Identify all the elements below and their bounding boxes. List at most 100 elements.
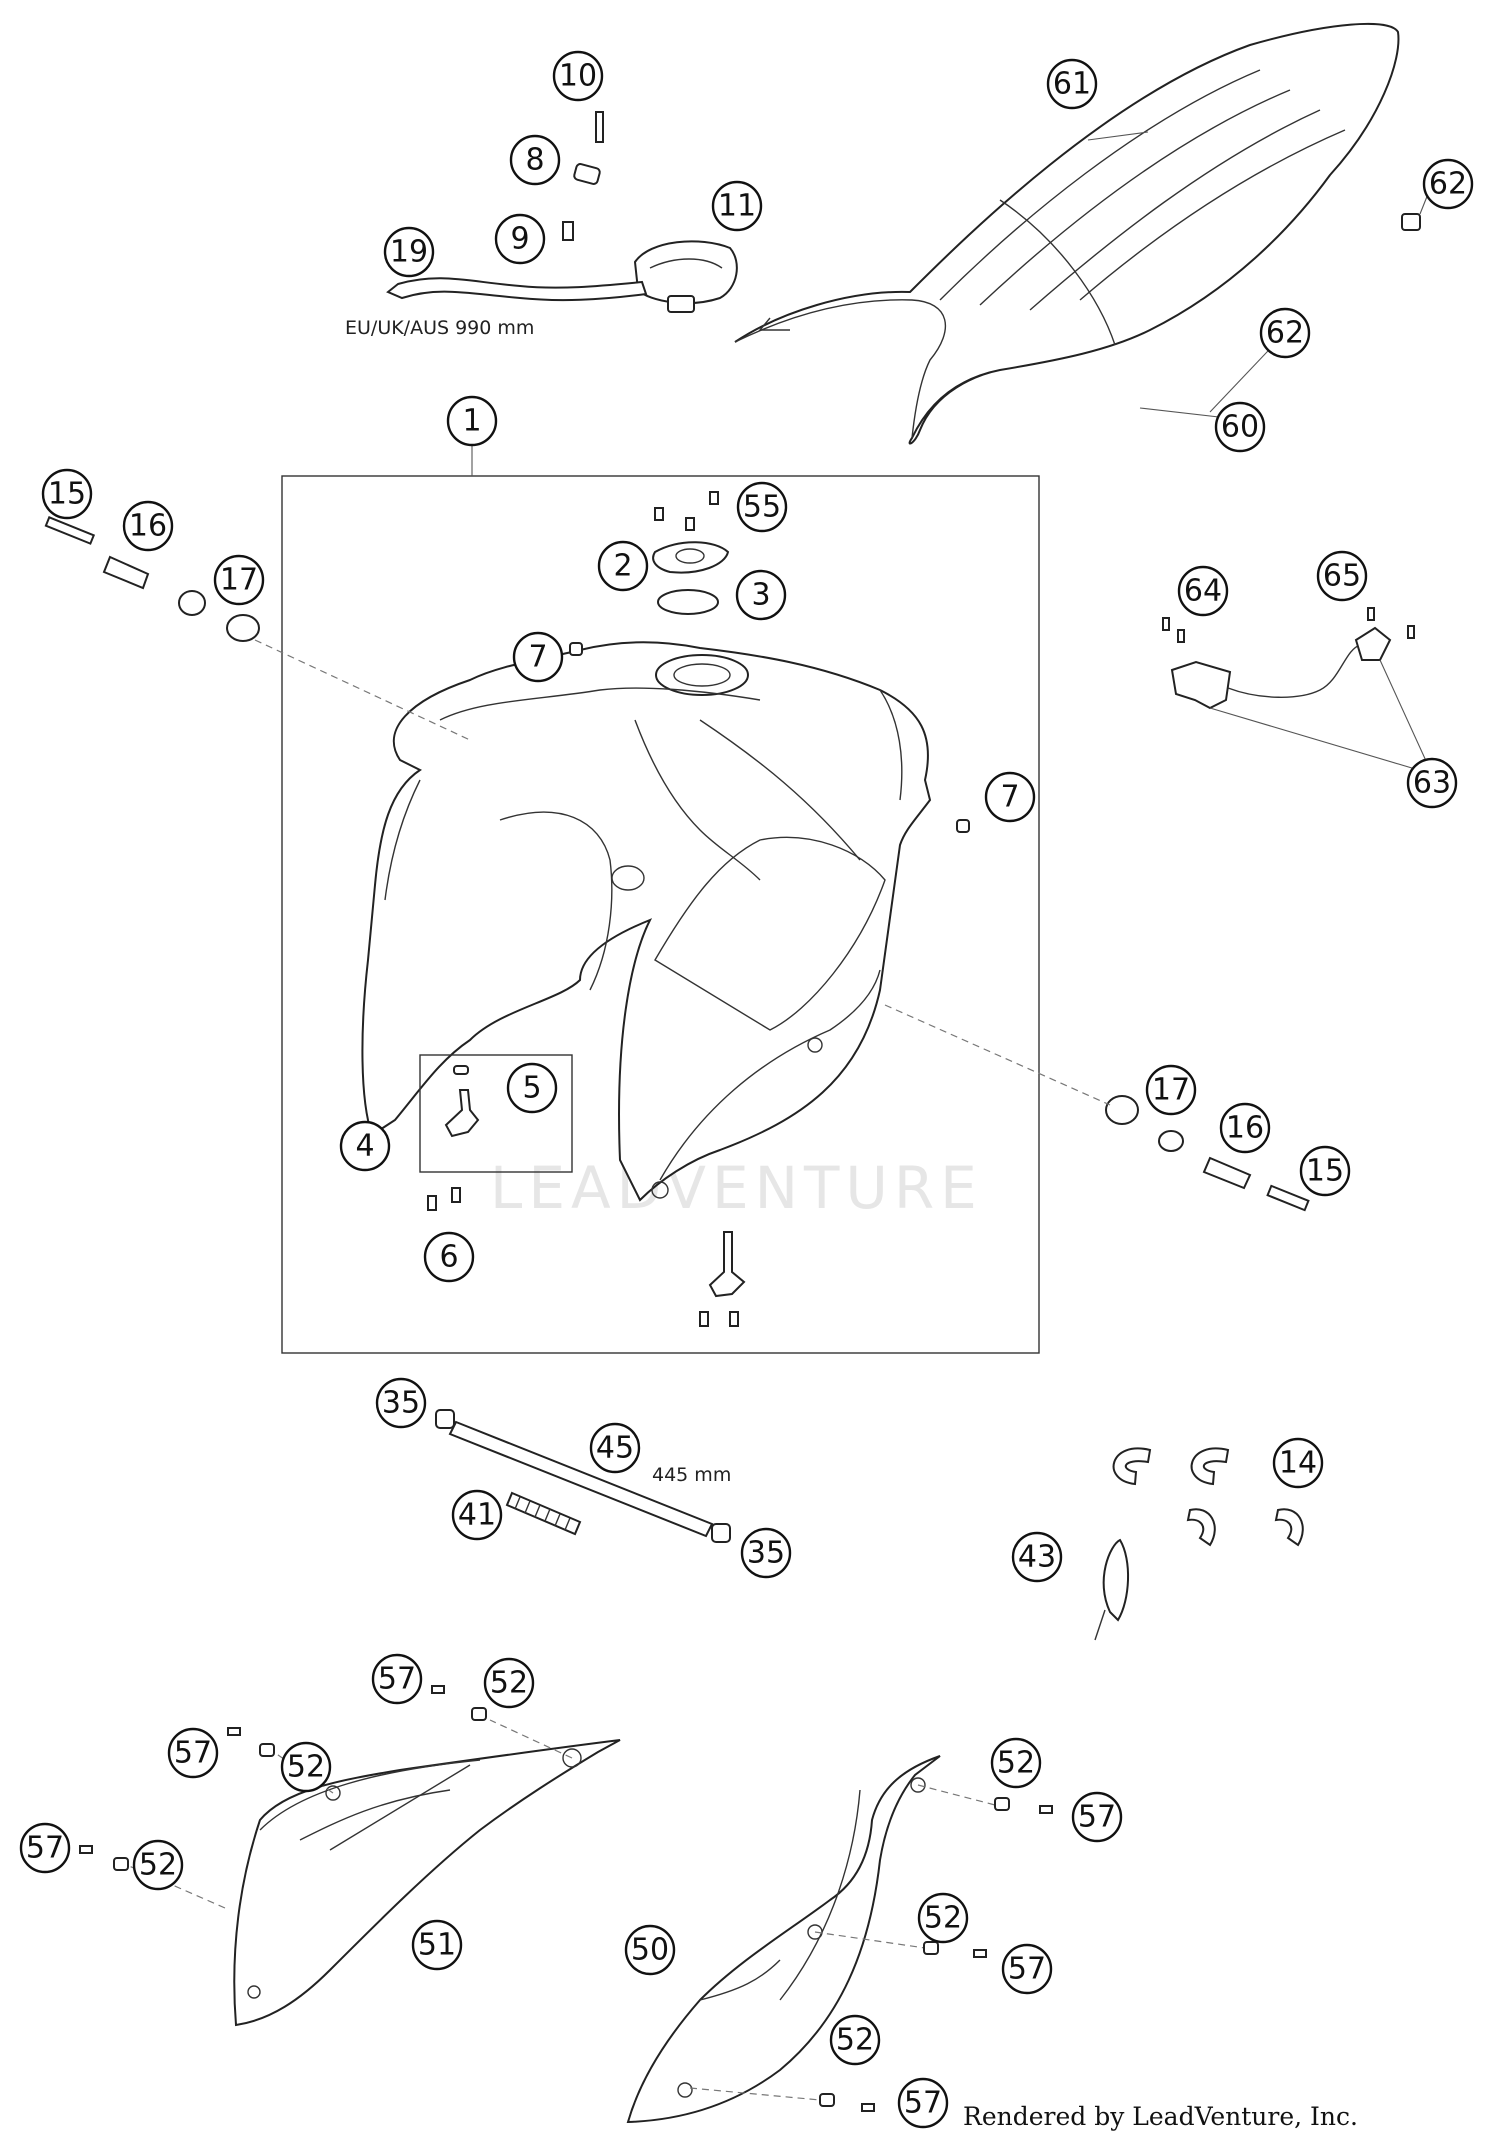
svg-text:7: 7 (1000, 780, 1019, 815)
callout-50: 50 (624, 1924, 676, 1976)
svg-text:35: 35 (747, 1536, 785, 1571)
callout-52-c: 52 (132, 1839, 184, 1891)
tank-group-box (281, 475, 1040, 1354)
svg-text:17: 17 (1152, 1073, 1190, 1108)
callout-2: 2 (597, 540, 649, 592)
fuel-cap-11 (633, 240, 738, 304)
hose-45 (448, 1420, 714, 1538)
callout-17-right: 17 (1145, 1064, 1197, 1116)
callout-52-d: 52 (990, 1737, 1042, 1789)
callout-65: 65 (1316, 550, 1368, 602)
svg-text:6: 6 (439, 1240, 458, 1275)
screw-57-e (973, 1949, 987, 1958)
callout-35-top: 35 (375, 1377, 427, 1429)
screw-65a (1367, 607, 1375, 621)
callout-52-a: 52 (483, 1657, 535, 1709)
callout-52-f: 52 (829, 2014, 881, 2066)
callout-9: 9 (494, 213, 546, 265)
screw-tap-right-a (699, 1311, 709, 1327)
nut-62-top (1401, 213, 1421, 231)
svg-text:57: 57 (174, 1736, 212, 1771)
callout-45: 45 (589, 1422, 641, 1474)
svg-text:62: 62 (1266, 316, 1304, 351)
callout-41: 41 (451, 1489, 503, 1541)
screw-57-f (861, 2103, 875, 2112)
callout-5: 5 (506, 1062, 558, 1114)
svg-text:52: 52 (287, 1750, 325, 1785)
svg-text:35: 35 (382, 1386, 420, 1421)
bolt-15-left (44, 515, 96, 545)
callout-57-f: 57 (897, 2077, 949, 2129)
callout-52-b: 52 (280, 1741, 332, 1793)
callout-35-bottom: 35 (740, 1527, 792, 1579)
rubber-17-right (1105, 1095, 1139, 1125)
callout-4: 4 (339, 1120, 391, 1172)
side-cover-51 (233, 1739, 621, 2027)
svg-text:16: 16 (1226, 1111, 1264, 1146)
svg-text:41: 41 (458, 1498, 496, 1533)
callout-3: 3 (735, 569, 787, 621)
callout-62-top: 62 (1422, 158, 1474, 210)
svg-text:52: 52 (139, 1848, 177, 1883)
svg-text:51: 51 (418, 1928, 456, 1963)
side-cover-50 (626, 1755, 941, 2124)
screw-6a (427, 1195, 437, 1211)
svg-text:57: 57 (26, 1831, 64, 1866)
spring-41 (505, 1491, 582, 1536)
collar-16-right (1202, 1156, 1252, 1190)
svg-text:9: 9 (510, 222, 529, 257)
svg-text:19: 19 (390, 235, 428, 270)
clip-14d (1274, 1508, 1304, 1547)
screw-64a (1162, 617, 1170, 631)
callout-14: 14 (1272, 1437, 1324, 1489)
washer-52-f (819, 2093, 835, 2107)
clamp-35-left (435, 1409, 455, 1429)
callout-16-left: 16 (122, 500, 174, 552)
svg-text:50: 50 (631, 1933, 669, 1968)
callout-51: 51 (411, 1919, 463, 1971)
callout-57-e: 57 (1001, 1943, 1053, 1995)
svg-text:3: 3 (751, 578, 770, 613)
collar-16-left (102, 555, 150, 590)
drain-hose-19 (386, 277, 648, 302)
callout-10: 10 (552, 50, 604, 102)
screw-9 (562, 221, 574, 241)
svg-text:61: 61 (1053, 67, 1091, 102)
clip-14c (1186, 1508, 1216, 1547)
fuel-tank (361, 641, 932, 1202)
svg-text:62: 62 (1429, 167, 1467, 202)
screw-64b (1177, 629, 1185, 643)
screw-57-b (227, 1727, 241, 1736)
callout-11: 11 (711, 180, 763, 232)
callout-19: 19 (383, 226, 435, 278)
washer-52-c (113, 1857, 129, 1871)
svg-text:57: 57 (378, 1662, 416, 1697)
washer-8 (573, 163, 601, 185)
svg-text:17: 17 (220, 563, 258, 598)
svg-text:52: 52 (924, 1901, 962, 1936)
screw-10 (595, 111, 604, 143)
svg-text:7: 7 (528, 640, 547, 675)
sensor-head (1354, 626, 1392, 661)
svg-text:57: 57 (904, 2086, 942, 2121)
rubber-7-left (569, 642, 583, 656)
cable-tie-43 (1102, 1538, 1129, 1622)
svg-text:15: 15 (1306, 1154, 1344, 1189)
callout-57-c: 57 (19, 1822, 71, 1874)
svg-text:52: 52 (490, 1666, 528, 1701)
screw-65b (1407, 625, 1415, 639)
svg-text:11: 11 (718, 189, 756, 224)
hose-group: 445 mm (435, 1409, 731, 1543)
svg-text:4: 4 (355, 1129, 374, 1164)
svg-text:10: 10 (559, 59, 597, 94)
svg-text:15: 15 (48, 477, 86, 512)
fuel-tap-4 (444, 1089, 480, 1138)
rubber-17-left (226, 614, 260, 642)
callout-6: 6 (423, 1231, 475, 1283)
screw-57-c (79, 1845, 93, 1854)
callout-60: 60 (1214, 401, 1266, 453)
fuel-cap-assembly: EU/UK/AUS 990 mm (345, 111, 738, 339)
svg-text:5: 5 (522, 1071, 541, 1106)
callout-61: 61 (1046, 58, 1098, 110)
